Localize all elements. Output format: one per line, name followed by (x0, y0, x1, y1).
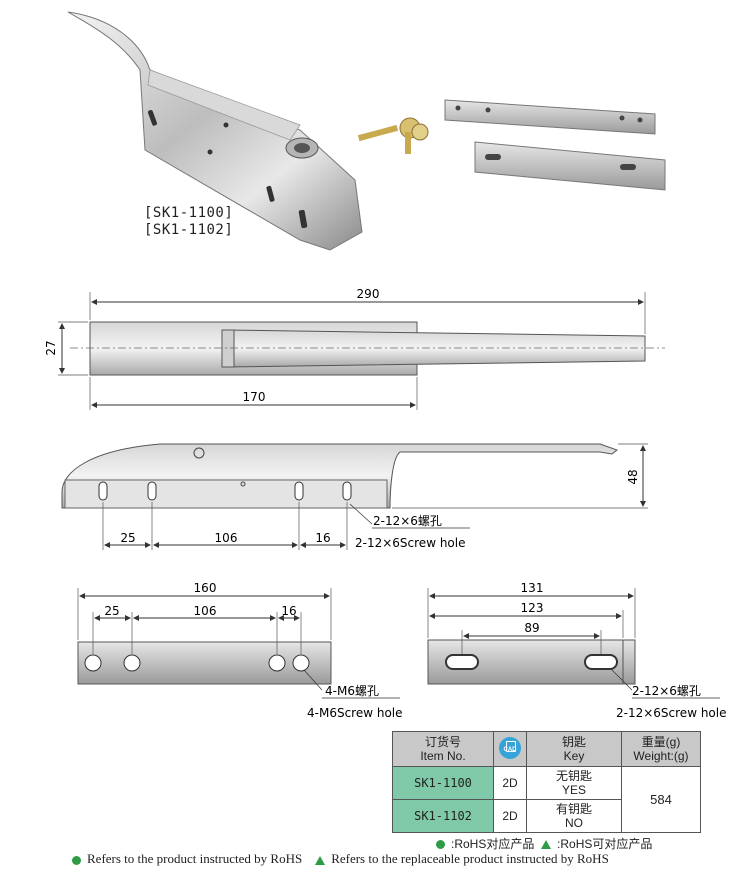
dimension-label: 25 (104, 604, 119, 618)
item-code-cell: SK1-1102 (392, 799, 494, 833)
dimension-label: 27 (44, 340, 58, 355)
hole-label-cn: 2-12×6螺孔 (373, 514, 442, 528)
rohs-triangle-icon (541, 840, 552, 850)
dimension-label: 131 (521, 581, 544, 595)
rohs-legend: :RoHS对应产品 :RoHS可对应产品 (436, 835, 652, 852)
left-plate-drawing: 160 25 106 16 4-M6螺孔 4-M6Screw hole (77, 581, 403, 720)
table-row: SK1-1100 2D 无钥匙 YES 584 (392, 766, 701, 833)
rohs-triangle-icon (315, 855, 326, 865)
dimension-label: 25 (120, 531, 135, 545)
rohs-circle-icon (436, 840, 445, 850)
weight-cell: 584 (621, 766, 701, 833)
dimension-label: 170 (243, 390, 266, 404)
spec-table: 订货号 Item No. CAD 钥匙 Key 重量(g) Weight:(g)… (392, 731, 701, 833)
header-weight: 重量(g) Weight:(g) (621, 731, 701, 767)
dimension-label: 106 (194, 604, 217, 618)
rohs-circle-icon (72, 855, 81, 865)
hole-label-en: 2-12×6Screw hole (616, 706, 726, 720)
dimension-label: 16 (281, 604, 296, 618)
dimension-label: 106 (215, 531, 238, 545)
table-header-row: 订货号 Item No. CAD 钥匙 Key 重量(g) Weight:(g) (392, 731, 701, 767)
header-label-cn: 重量(g) (641, 735, 681, 749)
dimension-label: 16 (315, 531, 330, 545)
dimension-label: 160 (194, 581, 217, 595)
cad-cell: 2D (493, 799, 527, 833)
header-cad: CAD (493, 731, 527, 767)
product-photo (67, 11, 666, 251)
header-label-cn: 订货号 (424, 735, 461, 749)
hole-label-en: 2-12×6Screw hole (355, 536, 465, 550)
key-cell: 有钥匙 NO (526, 799, 622, 833)
header-label-cn: 钥匙 (561, 735, 586, 749)
table-row: SK1-1102 2D 有钥匙 NO (392, 799, 701, 833)
header-item-no: 订货号 Item No. (392, 731, 494, 767)
key-icon (357, 117, 429, 154)
hole-label-cn: 2-12×6螺孔 (632, 684, 701, 698)
dimension-label: 89 (524, 621, 539, 635)
header-label-en: Weight:(g) (633, 749, 689, 763)
footer-circle-text: Refers to the product instructed by RoHS (87, 851, 303, 866)
model-labels: [SK1-1100] [SK1-1102] (144, 205, 233, 239)
footer-legend: Refers to the product instructed by RoHS… (72, 851, 609, 867)
key-cell: 无钥匙 YES (526, 766, 622, 800)
model-label: [SK1-1100] (144, 205, 234, 221)
cad-cell: 2D (493, 766, 527, 800)
item-code-cell: SK1-1100 (392, 766, 494, 800)
header-label-en: Key (563, 749, 585, 763)
side-view-drawing: 48 25 106 16 2-12×6螺孔 2-12×6Screw hole (61, 443, 648, 550)
header-key: 钥匙 Key (526, 731, 622, 767)
hole-label-en: 4-M6Screw hole (307, 706, 403, 720)
footer-triangle-text: Refers to the replaceable product instru… (331, 851, 609, 866)
cad-icon: CAD (499, 736, 521, 759)
right-plate-drawing: 131 123 89 2-12×6螺孔 2-12×6Screw hole (427, 581, 726, 720)
top-view-drawing: 290 27 170 (44, 287, 665, 410)
hole-label-cn: 4-M6螺孔 (325, 684, 379, 698)
dimension-label: 48 (626, 469, 640, 484)
model-label: [SK1-1102] (144, 222, 234, 238)
dimension-label: 290 (357, 287, 380, 301)
dimension-label: 123 (521, 601, 544, 615)
header-label-en: Item No. (420, 749, 466, 763)
